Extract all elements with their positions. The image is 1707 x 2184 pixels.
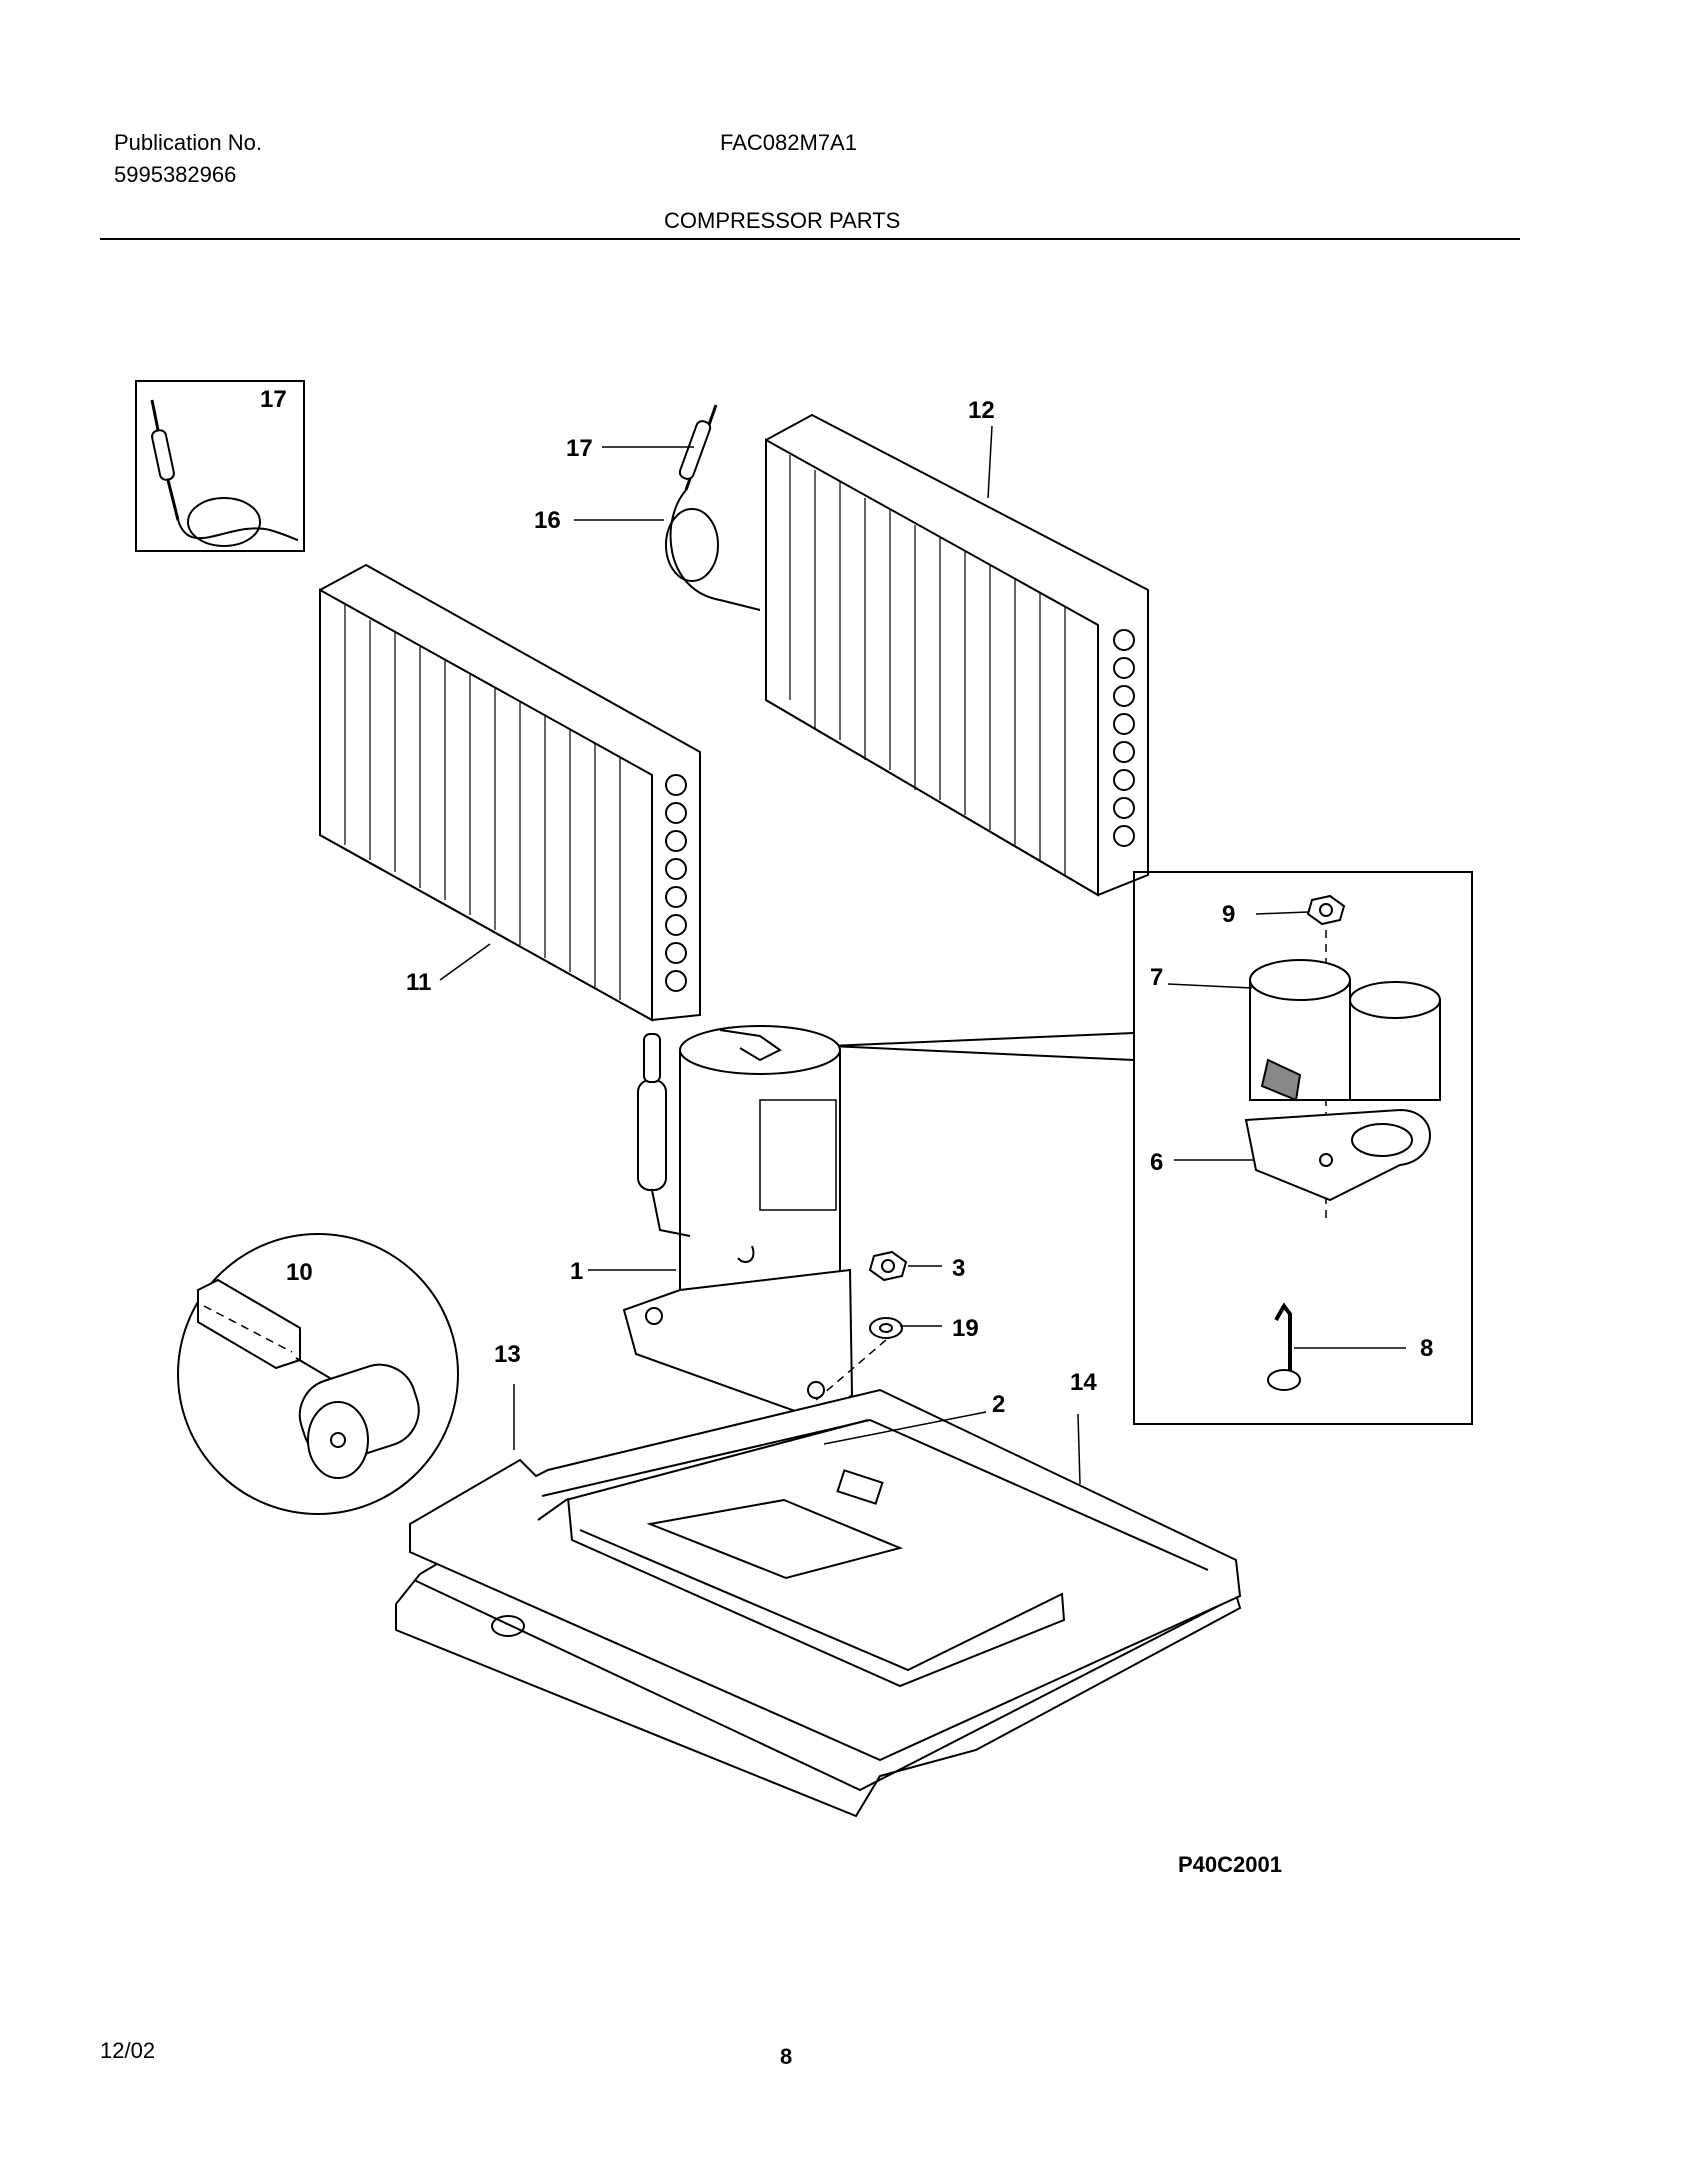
- model-number: FAC082M7A1: [720, 130, 857, 155]
- section-title: COMPRESSOR PARTS: [664, 208, 901, 233]
- header-rule: [100, 238, 1520, 240]
- callout-19: 19: [952, 1315, 979, 1342]
- callout-17: 17: [566, 435, 593, 462]
- callout-7: 7: [1150, 964, 1163, 991]
- leader-lines: [439, 425, 1406, 1485]
- callout-10: 10: [286, 1259, 313, 1286]
- callout-3: 3: [952, 1255, 965, 1282]
- inset-compressor-detail-box: [829, 871, 1473, 1425]
- inset-capacitor-circle: [177, 1233, 459, 1515]
- publication-label: Publication No.: [114, 130, 262, 155]
- callout-14: 14: [1070, 1369, 1097, 1396]
- page-number: 8: [780, 2044, 793, 2069]
- callout-8: 8: [1420, 1335, 1433, 1362]
- callout-13: 13: [494, 1341, 521, 1368]
- compressor: [622, 1025, 854, 1422]
- callout-labels: 17 17 16 12 11 9 7 6 8 1 3 19 2 14 13 10: [260, 386, 1433, 1418]
- callout-12: 12: [968, 397, 995, 424]
- callout-1: 1: [570, 1258, 583, 1285]
- publication-number: 5995382966: [114, 162, 237, 187]
- base-pan: [395, 1388, 1242, 1818]
- callout-6: 6: [1150, 1149, 1163, 1176]
- callout-2: 2: [992, 1391, 1005, 1418]
- callout-16: 16: [534, 507, 561, 534]
- callout-9: 9: [1222, 901, 1235, 928]
- inset-sensor-box: [135, 380, 305, 552]
- callout-11: 11: [406, 969, 431, 996]
- figure-code: P40C2001: [1178, 1852, 1282, 1877]
- thermistor-sensor: [665, 404, 761, 611]
- condenser-coil: [765, 413, 1149, 897]
- footer-date: 12/02: [100, 2038, 156, 2063]
- evaporator-coil: [319, 563, 701, 1022]
- callout-17-inset: 17: [260, 386, 287, 413]
